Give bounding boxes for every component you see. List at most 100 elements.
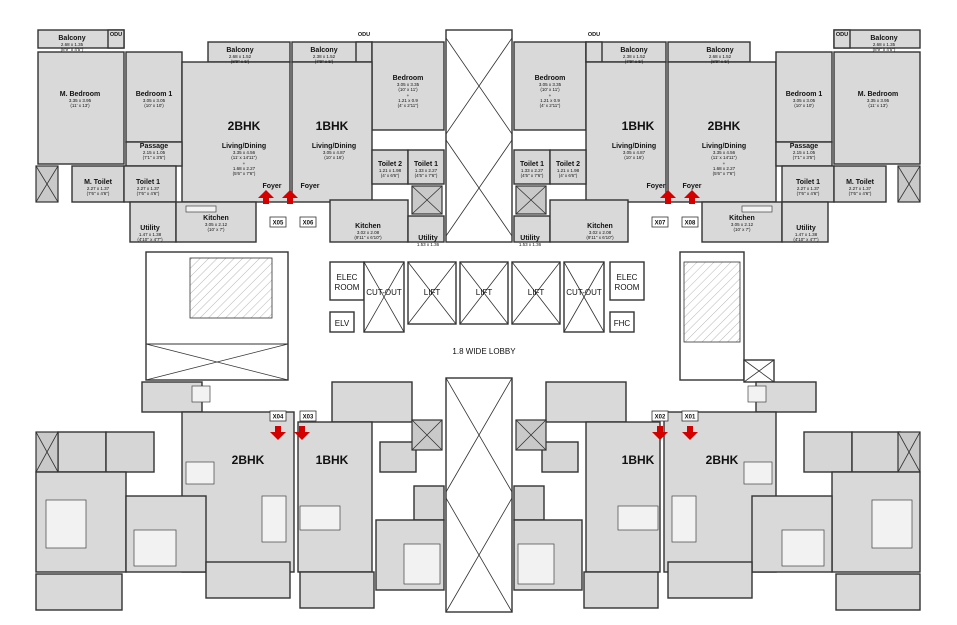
room-label: Balcony: [706, 47, 733, 54]
living1bhk-br: [585, 421, 661, 573]
tag-x01: X01: [685, 415, 696, 421]
label-1bhk-tr: 1BHK: [622, 119, 655, 133]
elec-room-label-right: ELEC: [617, 273, 638, 282]
room-dim: 3.35 x 3.95: [867, 98, 890, 103]
label-2bhk-tr: 2BHK: [708, 119, 741, 133]
room-dim: 3.35 x 4.56: [233, 150, 256, 155]
stair-left: [145, 251, 289, 381]
room-label: M. Bedroom: [858, 91, 898, 98]
m-bedroom-tl: [37, 51, 125, 165]
odu-label: ODU: [358, 32, 370, 38]
room-dim: 3.05 x 3.35: [539, 82, 562, 87]
room-label: Bedroom 1: [136, 91, 173, 98]
room-dim: 3.05 x 2.12: [205, 222, 228, 227]
room-label: Living/Dining: [222, 143, 266, 150]
room-dim: 2.68 x 1.35: [873, 42, 896, 47]
unit-type-labels: 2BHK 1BHK 1BHK 2BHK 2BHK 1BHK 1BHK 2BHK: [228, 119, 741, 467]
room-dim-imp: (7'1" x 3'5"): [143, 155, 166, 160]
elec-room-left: [329, 261, 365, 301]
room-label: Passage: [790, 143, 819, 150]
core-labels: ELEC ROOM ELV CUT-OUT LIFT LIFT LIFT CUT…: [335, 273, 640, 356]
room-label: Bedroom 1: [786, 91, 823, 98]
room-dim-imp: (7'6" x 4'6"): [87, 191, 110, 196]
room-dim: 1.47 x 1.38: [139, 232, 162, 237]
room-label: Balcony: [58, 35, 85, 42]
label-2bhk-br: 2BHK: [706, 453, 739, 467]
room-dim-imp: (10' x 10'): [144, 103, 164, 108]
room-dim: 1.53 x 1.36: [519, 242, 542, 247]
room-dim-imp: (10' x 16'): [624, 155, 644, 160]
lobby-label: 1.8 WIDE LOBBY: [452, 347, 516, 356]
room-label: M. Toilet: [84, 179, 113, 186]
room-dim-imp: (10' x 11'): [540, 87, 560, 92]
room-dim-imp: (4' x 6'6"): [559, 173, 578, 178]
room-dim-imp: (7'6" x 4'6"): [137, 191, 160, 196]
toilet2-tr: [549, 149, 587, 185]
room-label: Toilet 2: [378, 161, 402, 168]
fhc-label: FHC: [614, 319, 631, 328]
room-dim-imp: (7'6" x 4'6"): [849, 191, 872, 196]
room-dim: 3.02 x 2.08: [589, 230, 612, 235]
room-dim: 3.05 x 2.12: [731, 222, 754, 227]
room-dim-imp: (5'6" x 7'6"): [713, 171, 736, 176]
room-dim: 1.21 x 1.98: [379, 168, 402, 173]
room-label: Toilet 1: [796, 179, 820, 186]
room-dim: 1.68 x 2.27: [233, 166, 256, 171]
room-labels-tr-1bhk: Bedroom 3.05 x 3.35 (10' x 11') + 1.21 x…: [519, 32, 702, 247]
room-dim: 2.68 x 1.35: [61, 42, 84, 47]
room-label: Balcony: [870, 35, 897, 42]
room-dim: 3.05 x 3.35: [397, 82, 420, 87]
odu-label: ODU: [836, 32, 848, 38]
m-bedroom-tr: [833, 51, 921, 165]
room-label: Utility: [520, 235, 540, 242]
arrow-x05: [258, 190, 274, 204]
room-label: Foyer: [682, 183, 701, 190]
room-dim-imp: (11' x 13'): [868, 103, 888, 108]
elec-room-label-left: ELEC: [337, 273, 358, 282]
room-dim: 2.27 x 1.37: [797, 186, 820, 191]
room-dim: 3.05 x 4.87: [323, 150, 346, 155]
tag-x05: X05: [273, 221, 284, 227]
m-toilet-tl: [71, 165, 125, 203]
room-label: Balcony: [310, 47, 337, 54]
room-label: Passage: [140, 143, 169, 150]
core-top-shaft: [445, 29, 513, 243]
utility1bhk-tl: [407, 215, 445, 243]
label-2bhk-tl: 2BHK: [228, 119, 261, 133]
room-dim: 3.05 x 3.05: [143, 98, 166, 103]
tag-x03: X03: [303, 415, 314, 421]
unit-bottom-right-2bhk: [663, 381, 921, 611]
core-bottom-shaft: [445, 377, 513, 613]
elec-room-right: [609, 261, 645, 301]
room-dim: 1.33 x 2.27: [521, 168, 544, 173]
room-label: Balcony: [226, 47, 253, 54]
unit-bottom-left-1bhk: [297, 381, 445, 609]
room-dim: 1.21 x 0.9: [398, 98, 418, 103]
passage-tr: [775, 141, 833, 167]
room-dim-imp: (5'6" x 7'6"): [233, 171, 256, 176]
room-dim: 2.38 x 1.52: [313, 54, 336, 59]
living-tr: [667, 61, 777, 203]
room-dim: 3.35 x 4.56: [713, 150, 736, 155]
room-plus: +: [407, 93, 410, 98]
room-dim: 2.68 x 1.52: [709, 54, 732, 59]
lift-label-1: LIFT: [424, 288, 441, 297]
stair-shaft-top: [445, 29, 513, 243]
room-label: Utility: [140, 225, 160, 232]
arrow-x02: [652, 426, 668, 440]
room-dim: 2.15 x 1.05: [143, 150, 166, 155]
room-dim-imp: (4' x 6'6"): [381, 173, 400, 178]
room-plus: +: [243, 161, 246, 166]
living1bhk-bl: [297, 421, 373, 573]
unit-top-left-2bhk: [35, 29, 291, 243]
room-dim: 3.05 x 4.87: [623, 150, 646, 155]
tag-x08: X08: [685, 221, 696, 227]
living1bhk-tl: [291, 61, 373, 203]
room-dim-imp: (4'5" x 7'6"): [415, 173, 438, 178]
room-dim-imp: (10' x 7'): [208, 227, 225, 232]
m-toilet-tr: [833, 165, 887, 203]
unit-top-left-1bhk: [291, 41, 445, 243]
room-dim-imp: (8'9" x 4'5"): [61, 47, 84, 52]
unit-bottom-left-2bhk: [35, 381, 295, 611]
room-dim-imp: (4'10" x 4'7"): [793, 237, 819, 242]
